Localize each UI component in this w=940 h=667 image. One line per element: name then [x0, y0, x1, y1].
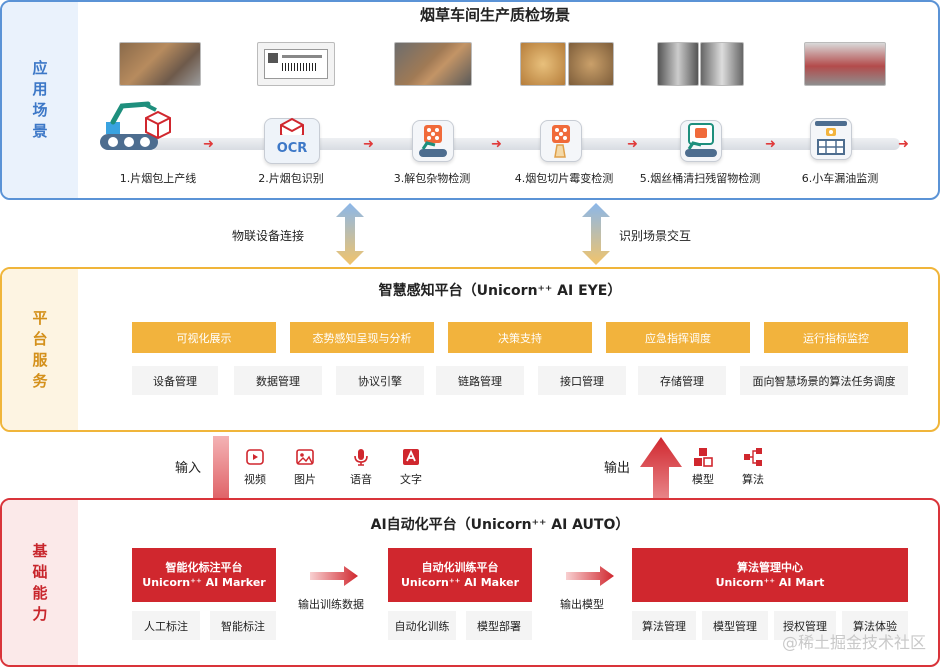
platform-top-button: 运行指标监控: [764, 322, 908, 353]
flow-arrow-icon: [566, 566, 614, 586]
ocr-icon-text: OCR: [276, 141, 308, 156]
marker-line2: Unicorn⁺⁺ AI Marker: [142, 576, 266, 589]
text-icon: [401, 447, 421, 467]
mart-platform-box: 算法管理中心 Unicorn⁺⁺ AI Mart: [632, 548, 908, 602]
mold-detection-icon: [540, 120, 582, 162]
scene-title: 烟草车间生产质检场景: [380, 4, 610, 30]
robot-conveyor-icon: [98, 96, 174, 154]
output-algorithm-label: 算法: [742, 473, 764, 486]
maker-sub-item: 自动化训练: [388, 611, 456, 640]
step-label-4: 4.烟包切片霉变检测: [514, 172, 614, 185]
bidirectional-arrow-icon: [336, 203, 364, 265]
input-label: 输入: [175, 461, 202, 476]
platform-bottom-button: 数据管理: [234, 366, 322, 395]
flow-arrow-icon: ➜: [765, 137, 776, 152]
oil-leak-monitor-icon: [810, 118, 852, 160]
platform-bottom-button: 协议引擎: [336, 366, 424, 395]
maker-line2: Unicorn⁺⁺ AI Maker: [400, 576, 520, 589]
scene-section: [0, 0, 940, 200]
step-label-2: 2.片烟包识别: [258, 172, 324, 185]
ocr-icon: OCR: [264, 117, 320, 164]
photo-step-3: [394, 42, 472, 86]
photo-step-2: [257, 42, 335, 86]
scene-side-label: 应用场景: [2, 2, 78, 198]
step-label-5: 5.烟丝桶清扫残留物检测: [639, 172, 761, 185]
maker-line1: 自动化训练平台: [421, 561, 499, 574]
platform-bottom-button: 设备管理: [132, 366, 218, 395]
step-label-3: 3.解包杂物检测: [393, 172, 471, 185]
debris-detection-icon: [412, 120, 454, 162]
mart-sub-item: 授权管理: [774, 611, 836, 640]
flow1-label: 输出训练数据: [298, 598, 364, 611]
marker-sub-item: 智能标注: [210, 611, 276, 640]
platform-side-label: 平台服务: [2, 269, 78, 430]
microphone-icon: [351, 447, 371, 467]
flow-arrow-icon: ➜: [898, 137, 909, 152]
platform-top-button: 决策支持: [448, 322, 592, 353]
watermark: @稀土掘金技术社区: [781, 633, 926, 652]
flow-arrow-icon: ➜: [203, 137, 214, 152]
platform-bottom-button: 链路管理: [436, 366, 524, 395]
platform-bottom-button: 面向智慧场景的算法任务调度: [740, 366, 908, 395]
output-label: 输出: [604, 461, 631, 476]
mart-line1: 算法管理中心: [737, 561, 803, 574]
connector-right-label: 识别场景交互: [619, 229, 692, 243]
residue-detection-icon: [680, 120, 722, 162]
platform-top-button: 态势感知呈现与分析: [290, 322, 434, 353]
flow-arrow-icon: [310, 566, 358, 586]
connector-left-label: 物联设备连接: [232, 229, 305, 243]
input-text-label: 文字: [400, 473, 422, 486]
output-model-label: 模型: [692, 473, 714, 486]
platform-bottom-button: 接口管理: [538, 366, 626, 395]
marker-platform-box: 智能化标注平台 Unicorn⁺⁺ AI Marker: [132, 548, 276, 602]
conveyor-belt: [150, 138, 900, 150]
bidirectional-arrow-icon: [582, 203, 610, 265]
photo-step-6: [804, 42, 886, 86]
flow2-label: 输出模型: [560, 598, 604, 611]
output-arrow-icon: [640, 437, 682, 529]
mart-sub-item: 模型管理: [702, 611, 768, 640]
flow-arrow-icon: ➜: [363, 137, 374, 152]
mart-sub-item: 算法体验: [842, 611, 908, 640]
cubes-icon: [693, 447, 713, 467]
image-icon: [295, 447, 315, 467]
platform-title: 智慧感知平台（Unicorn⁺⁺ AI EYE）: [378, 283, 622, 299]
photo-step-1: [119, 42, 201, 86]
marker-line1: 智能化标注平台: [165, 561, 243, 574]
input-video-label: 视频: [244, 473, 266, 486]
photo-step-4b: [568, 42, 614, 86]
photo-step-4a: [520, 42, 566, 86]
photo-step-5b: [700, 42, 744, 86]
platform-top-button: 可视化展示: [132, 322, 276, 353]
auto-title: AI自动化平台（Unicorn⁺⁺ AI AUTO）: [370, 517, 630, 533]
maker-sub-item: 模型部署: [466, 611, 532, 640]
auto-side-label: 基础能力: [2, 500, 78, 665]
platform-bottom-button: 存储管理: [638, 366, 726, 395]
mart-sub-item: 算法管理: [632, 611, 696, 640]
mart-line2: Unicorn⁺⁺ AI Mart: [715, 576, 825, 589]
video-icon: [245, 447, 265, 467]
input-voice-label: 语音: [350, 473, 372, 486]
step-label-1: 1.片烟包上产线: [119, 172, 197, 185]
marker-sub-item: 人工标注: [132, 611, 200, 640]
step-label-6: 6.小车漏油监测: [801, 172, 879, 185]
maker-platform-box: 自动化训练平台 Unicorn⁺⁺ AI Maker: [388, 548, 532, 602]
photo-step-5a: [657, 42, 699, 86]
input-image-label: 图片: [294, 473, 316, 486]
flow-arrow-icon: ➜: [491, 137, 502, 152]
platform-top-button: 应急指挥调度: [606, 322, 750, 353]
flow-icon: [743, 447, 763, 467]
flow-arrow-icon: ➜: [627, 137, 638, 152]
